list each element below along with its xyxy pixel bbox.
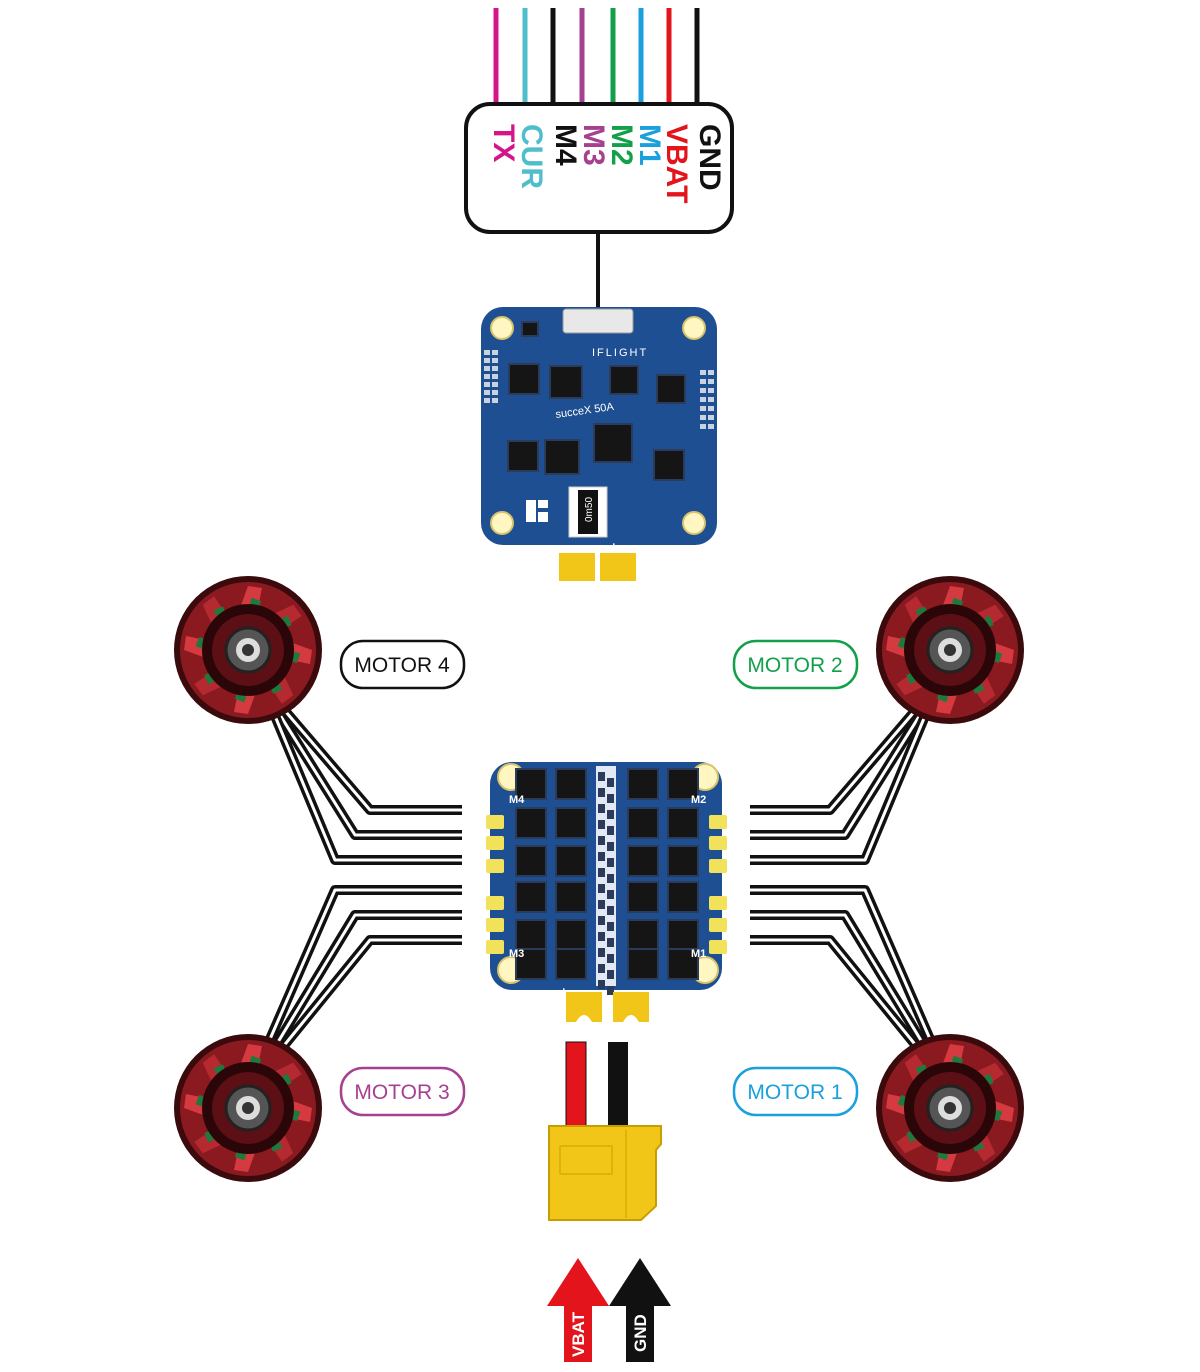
fc-brand: IFLIGHT [592, 347, 648, 359]
vbat-arrow: VBAT [547, 1258, 609, 1362]
motor-wires [245, 666, 955, 1087]
pin-label-m4: M4 [549, 124, 582, 166]
fc-pad-plus: + [610, 539, 618, 554]
esc-label-m1: M1 [691, 948, 706, 960]
gnd-arrow-label: GND [631, 1314, 650, 1352]
pin-label-m2: M2 [605, 124, 638, 166]
gnd-arrow: GND [609, 1258, 671, 1362]
pin-label-m3: M3 [577, 124, 610, 166]
iflight-logo [526, 500, 536, 522]
motor-1-label: MOTOR 1 [732, 1066, 859, 1117]
connector-wires [493, 8, 700, 106]
motor3-rotor [172, 1032, 324, 1184]
motor1-rotor [874, 1032, 1026, 1184]
esc-label-m3: M3 [509, 948, 524, 960]
fc-plug [562, 308, 634, 334]
vbat-arrow-label: VBAT [569, 1311, 588, 1357]
esc-board: M4 M2 M3 M1 + [486, 762, 727, 1022]
vbat-lead [565, 1041, 587, 1131]
pin-label-m1: M1 [633, 124, 666, 166]
esc-label-m4: M4 [509, 794, 525, 806]
motor2-rotor [874, 574, 1026, 726]
fc-pad-pos [600, 553, 636, 581]
esc-pad-plus: + [560, 984, 568, 999]
pin-label-vbat: VBAT [660, 124, 693, 203]
pin-label-tx: TX [487, 124, 520, 162]
fc-pad-neg [559, 553, 595, 581]
esc-label-m2: M2 [691, 794, 706, 806]
motor-3-label-text: MOTOR 3 [354, 1081, 449, 1104]
motor-4-label: MOTOR 4 [339, 639, 466, 690]
fc-pad-minus: − [570, 539, 578, 554]
battery-connector [548, 1125, 662, 1221]
pin-label-cur: CUR [515, 124, 548, 189]
pin-label-gnd: GND [693, 124, 726, 191]
motor4-rotor [172, 574, 324, 726]
motor-3-label: MOTOR 3 [339, 1066, 466, 1117]
motor-2-label: MOTOR 2 [732, 639, 859, 690]
motor-4-label-text: MOTOR 4 [354, 654, 450, 677]
shunt-label: 0m50 [584, 497, 595, 522]
motor-1-label-text: MOTOR 1 [747, 1081, 842, 1104]
fc-board: IFLIGHT succeX 50A 0m50 − + [481, 307, 717, 581]
gnd-lead [608, 1042, 628, 1130]
motor-2-label-text: MOTOR 2 [747, 654, 842, 677]
